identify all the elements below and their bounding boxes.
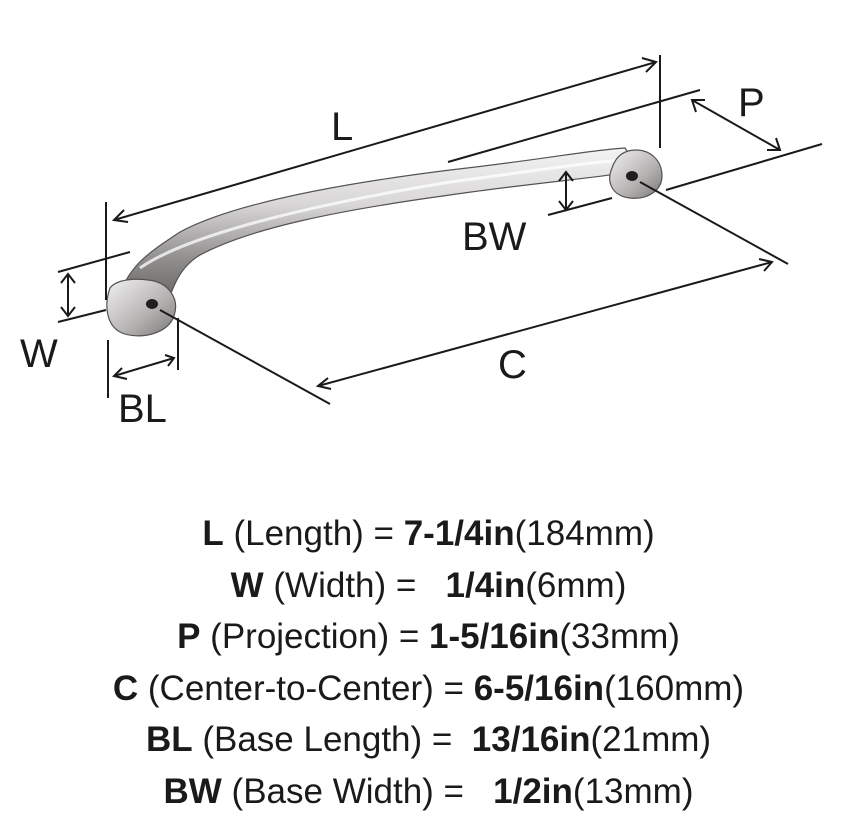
w-extension-bottom bbox=[57, 309, 107, 323]
label-bl: BL bbox=[118, 387, 167, 431]
label-w: W bbox=[20, 332, 58, 376]
bw-arrow-bottom bbox=[558, 200, 574, 212]
spec-description: (Length) = bbox=[223, 514, 404, 553]
p-extension bbox=[665, 143, 823, 191]
c-arrow-left bbox=[315, 377, 332, 390]
spec-imperial-value: 7-1/4in bbox=[403, 514, 515, 553]
spec-width: W (Width) = 1/4in(6mm) bbox=[0, 560, 857, 612]
spec-imperial-value: 1/4in bbox=[445, 565, 526, 605]
right-screw-hole bbox=[626, 171, 638, 181]
spec-imperial-value: 1/2in bbox=[493, 771, 573, 811]
label-c: C bbox=[498, 343, 527, 387]
bl-arrow-left bbox=[112, 367, 128, 380]
spec-imperial-value: 1-5/16in bbox=[429, 617, 560, 656]
spec-metric-value: (33mm) bbox=[559, 617, 680, 656]
spec-projection: P (Projection) = 1-5/16in(33mm) bbox=[0, 611, 857, 663]
left-base bbox=[106, 278, 177, 337]
spec-letter: P bbox=[177, 617, 201, 656]
spec-letter: BL bbox=[145, 720, 193, 759]
bw-extension-bottom bbox=[547, 197, 613, 216]
l-arrow-left bbox=[111, 209, 129, 223]
spec-metric-value: (6mm) bbox=[525, 565, 627, 605]
p-arrow-bottom bbox=[767, 137, 782, 151]
l-arrow-right bbox=[641, 57, 658, 73]
pull-highlight bbox=[139, 158, 626, 270]
bw-arrow-top bbox=[558, 170, 574, 182]
spec-metric-value: (13mm) bbox=[572, 771, 694, 811]
w-extension-top bbox=[57, 251, 131, 273]
bl-arrow-right bbox=[164, 354, 176, 367]
c-extension-right bbox=[639, 181, 789, 265]
p-arrow-top bbox=[690, 99, 705, 113]
spec-base-width: BW (Base Width) = 1/2in(13mm) bbox=[0, 766, 857, 818]
spec-description: (Base Width) = bbox=[221, 771, 494, 811]
cabinet-pull-diagram: L P BW W C BL bbox=[20, 55, 823, 431]
bl-dimension-line bbox=[113, 357, 175, 377]
bw-extension-top bbox=[447, 89, 701, 163]
left-screw-hole bbox=[146, 299, 158, 309]
c-dimension-line bbox=[317, 261, 773, 387]
spec-letter: W bbox=[230, 565, 264, 605]
l-dimension-line bbox=[113, 61, 657, 221]
spec-metric-value: (184mm) bbox=[514, 514, 655, 553]
label-bw: BW bbox=[462, 215, 527, 259]
w-arrow-bottom bbox=[60, 306, 76, 318]
spec-description: (Width) = bbox=[263, 565, 446, 605]
p-dimension-line bbox=[691, 99, 781, 151]
pull-handle bbox=[106, 147, 663, 337]
dimension-lines bbox=[57, 55, 823, 405]
spec-imperial-value: 13/16in bbox=[471, 720, 591, 759]
label-l: L bbox=[331, 105, 353, 149]
w-arrow-top bbox=[60, 272, 76, 284]
label-p: P bbox=[738, 81, 765, 125]
c-arrow-right bbox=[758, 258, 774, 272]
spec-letter: C bbox=[112, 668, 139, 708]
spec-description: (Base Length) = bbox=[192, 720, 472, 759]
spec-metric-value: (21mm) bbox=[590, 720, 712, 759]
spec-length: L (Length) = 7-1/4in(184mm) bbox=[0, 508, 857, 560]
spec-description: (Center-to-Center) = bbox=[138, 668, 474, 708]
pull-arch bbox=[117, 147, 642, 311]
c-extension-left bbox=[159, 309, 331, 405]
spec-center-to-center: C (Center-to-Center) = 6-5/16in(160mm) bbox=[0, 663, 857, 715]
spec-letter: BW bbox=[163, 771, 222, 811]
spec-description: (Projection) = bbox=[200, 617, 429, 656]
spec-letter: L bbox=[202, 514, 224, 553]
spec-base-length: BL (Base Length) = 13/16in(21mm) bbox=[0, 714, 857, 766]
spec-metric-value: (160mm) bbox=[604, 668, 745, 708]
specification-list: L (Length) = 7-1/4in(184mm) W (Width) = … bbox=[0, 508, 857, 817]
spec-imperial-value: 6-5/16in bbox=[473, 668, 605, 708]
